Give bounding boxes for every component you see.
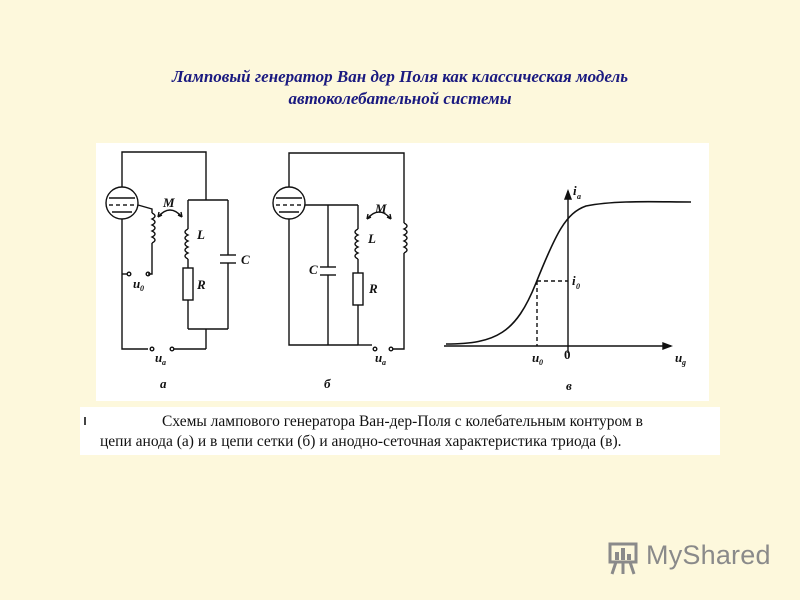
caption-line-1: Схемы лампового генератора Ван-дер-Поля … [162, 413, 643, 430]
triode-icon [105, 186, 139, 220]
caption-line-2: цепи анода (а) и в цепи сетки (б) и анод… [100, 433, 622, 450]
x-axis-arrow-icon [662, 341, 673, 351]
watermark: MyShared [604, 536, 774, 576]
label-v-i0: i [572, 273, 576, 288]
figure: M L C R u 0 u a а M L C R u a б i a i 0 … [96, 143, 709, 401]
title-line-2: автоколебательной системы [288, 89, 512, 108]
slide-title: Ламповый генератор Ван дер Поля как клас… [0, 66, 800, 110]
presentation-board-icon [608, 542, 638, 575]
label-a-u0: u [133, 276, 140, 291]
label-v-zero: 0 [564, 347, 571, 362]
label-b-R: R [368, 281, 378, 296]
triode-icon [272, 186, 306, 220]
label-b-ua-sub: a [382, 358, 386, 367]
label-a-ua: u [155, 350, 162, 365]
label-v-i0-sub: 0 [576, 282, 580, 291]
label-b-C: C [309, 262, 318, 277]
label-b-ua: u [375, 350, 382, 365]
label-v-ia-sub: a [577, 192, 581, 201]
triode-characteristic-plot [444, 189, 692, 353]
label-a-C: C [241, 252, 250, 267]
label-b-L: L [367, 231, 376, 246]
characteristic-curve [445, 200, 692, 345]
label-v-u0-sub: 0 [539, 358, 543, 367]
label-v-ia: i [573, 183, 577, 198]
label-a-u0-sub: 0 [140, 284, 144, 293]
label-v-ug-sub: g [681, 358, 686, 367]
figure-svg: M L C R u 0 u a а M L C R u a б i a i 0 … [105, 151, 692, 393]
watermark-brand: MyShared [646, 540, 771, 570]
panel-b-label: б [324, 376, 331, 391]
figure-caption: Схемы лампового генератора Ван-дер-Поля … [80, 407, 720, 455]
label-a-M: M [162, 195, 175, 210]
circuit-a [105, 151, 236, 352]
panel-v-label: в [566, 378, 572, 393]
label-a-ua-sub: a [162, 358, 166, 367]
label-a-R: R [196, 277, 206, 292]
label-v-u0: u [532, 350, 539, 365]
label-b-M: M [374, 201, 387, 216]
caption-marker [84, 417, 86, 425]
circuit-b [272, 152, 408, 352]
label-a-L: L [196, 227, 205, 242]
panel-a-label: а [160, 376, 167, 391]
title-line-1: Ламповый генератор Ван дер Поля как клас… [172, 67, 628, 86]
y-axis-arrow-icon [563, 189, 573, 200]
label-v-ug: u [675, 350, 682, 365]
